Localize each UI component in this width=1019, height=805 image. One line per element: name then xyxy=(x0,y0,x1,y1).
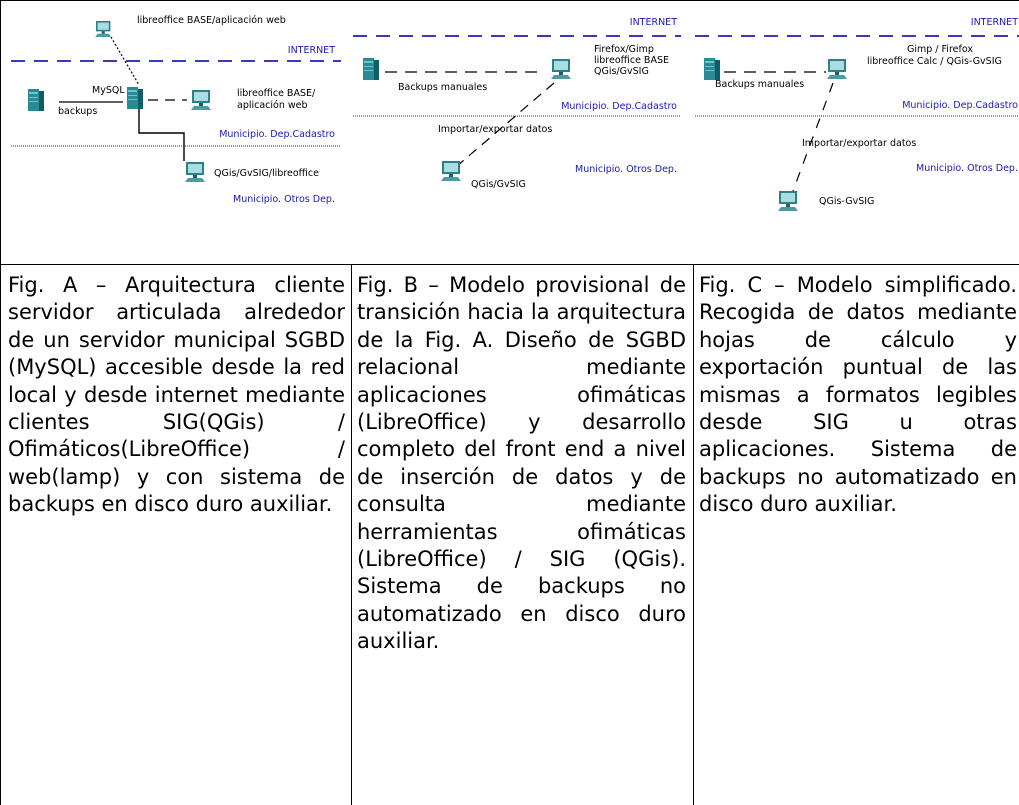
figure-c-diagram: INTERNET Gimp / Firefox libreoffice Calc… xyxy=(695,17,1019,211)
fig-c-backups-manuales: Backups manuales xyxy=(715,79,804,90)
fig-c-caption: Fig. C – Modelo simplificado. Recogida d… xyxy=(699,273,1017,517)
fig-a-qgis-libre-label: QGis/GvSIG/libreoffice xyxy=(214,168,319,179)
table-border-top xyxy=(0,0,1019,1)
fig-a-caption: Fig. A – Arquitectura cliente servidor a… xyxy=(8,273,345,517)
fig-b-importar-label: Importar/exportar datos xyxy=(438,124,552,135)
monitor-icon xyxy=(95,21,112,37)
fig-a-base-web-line1: libreoffice BASE/ xyxy=(237,88,316,99)
monitor-icon xyxy=(185,162,205,182)
fig-c-qgis-label: QGis-GvSIG xyxy=(819,196,874,207)
fig-c-dep-cadastro-label: Municipio. Dep.Cadastro xyxy=(902,100,1018,111)
fig-c-otros-dep-label: Municipio. Otros Dep. xyxy=(916,163,1018,174)
fig-b-qgis-label: QGis/GvSIG xyxy=(471,179,526,190)
fig-c-importar-label: Importar/exportar datos xyxy=(802,138,916,149)
diagrams-row: libreoffice BASE/aplicación web INTERNET… xyxy=(1,1,1019,265)
fig-b-backups-manuales: Backups manuales xyxy=(398,82,487,93)
server-icon xyxy=(363,58,379,80)
table-col-divider-1 xyxy=(351,264,352,805)
fig-b-internet-label: INTERNET xyxy=(630,17,677,28)
fig-a-dep-cadastro-label: Municipio. Dep.Cadastro xyxy=(219,129,335,140)
monitor-icon xyxy=(441,161,461,181)
fig-c-gimp-line2: libreoffice Calc / QGis-GvSIG xyxy=(867,56,1002,67)
server-icon xyxy=(704,58,720,80)
fig-b-firefox-line1: Firefox/Gimp xyxy=(594,44,654,55)
fig-a-internet-label: INTERNET xyxy=(288,45,335,56)
fig-c-gimp-line1: Gimp / Firefox xyxy=(907,44,973,55)
monitor-icon xyxy=(827,59,847,79)
fig-a-backups-label: backups xyxy=(58,106,97,117)
fig-b-caption: Fig. B – Modelo provisional de transició… xyxy=(357,273,686,654)
figure-a-diagram: libreoffice BASE/aplicación web INTERNET… xyxy=(11,15,341,205)
monitor-icon xyxy=(551,59,571,79)
fig-b-otros-dep-label: Municipio. Otros Dep. xyxy=(575,164,677,175)
fig-a-top-web-label: libreoffice BASE/aplicación web xyxy=(137,15,286,26)
figure-b-diagram: INTERNET Firefox/Gimp libreoffice BASE Q… xyxy=(353,17,681,190)
fig-b-dep-cadastro-label: Municipio. Dep.Cadastro xyxy=(561,101,677,112)
monitor-icon xyxy=(778,191,798,211)
server-icon xyxy=(127,87,143,109)
monitor-icon xyxy=(191,90,211,110)
table-col-divider-2 xyxy=(693,264,694,805)
fig-c-internet-label: INTERNET xyxy=(971,17,1018,28)
fig-b-firefox-line2: libreoffice BASE xyxy=(594,55,669,66)
fig-a-base-web-line2: aplicación web xyxy=(237,100,308,111)
fig-a-otros-dep-label: Municipio. Otros Dep. xyxy=(233,194,335,205)
fig-b-firefox-line3: QGis/GvSIG xyxy=(594,66,649,77)
table-row-divider xyxy=(0,264,1019,265)
fig-a-mysql-label: MySQL xyxy=(92,85,125,96)
table-border-left xyxy=(0,0,1,805)
server-icon xyxy=(28,89,44,111)
